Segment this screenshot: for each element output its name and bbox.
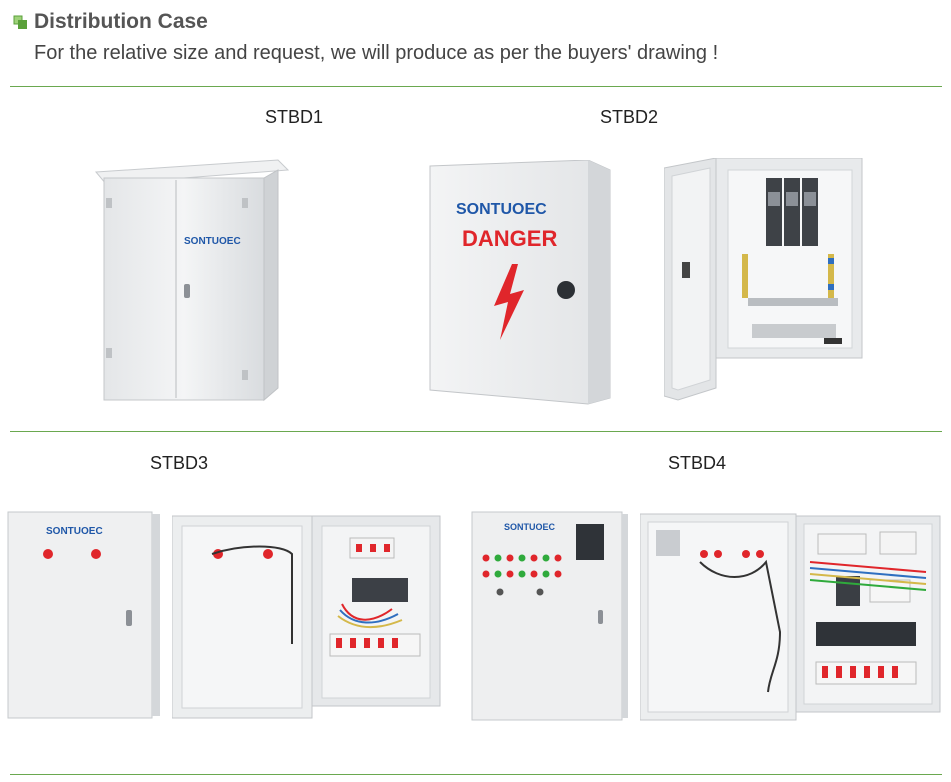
divider-top: [10, 86, 942, 87]
product-label-stbd3: STBD3: [150, 453, 209, 473]
stbd2-danger-text: DANGER: [462, 226, 557, 251]
stbd1-brand-text: SONTUOEC: [184, 236, 241, 247]
stbd4-open-cabinet-image: [640, 513, 941, 721]
stbd2-closed-cabinet-image: SONTUOEC DANGER: [429, 160, 611, 405]
stbd2-brand-text: SONTUOEC: [456, 201, 547, 218]
divider-bottom: [10, 774, 942, 775]
product-label-stbd2: STBD2: [600, 107, 659, 127]
stbd4-closed-cabinet-image: SONTUOEC: [471, 511, 628, 721]
stbd4-brand-text: SONTUOEC: [504, 522, 556, 532]
divider-middle: [10, 431, 942, 432]
stbd2-open-cabinet-image: [664, 158, 863, 401]
page-subtitle: For the relative size and request, we wi…: [34, 42, 719, 64]
stbd3-brand-text: SONTUOEC: [46, 526, 103, 537]
green-square-icon: [12, 14, 28, 30]
stbd3-open-cabinet-image: [172, 515, 441, 719]
stbd3-closed-cabinet-image: SONTUOEC: [7, 511, 160, 719]
product-label-stbd4: STBD4: [668, 453, 727, 473]
page-title: Distribution Case: [34, 10, 208, 33]
product-label-stbd1: STBD1: [265, 107, 324, 127]
stbd1-cabinet-image: SONTUOEC: [94, 159, 290, 402]
lightning-bolt-icon: [494, 264, 524, 340]
